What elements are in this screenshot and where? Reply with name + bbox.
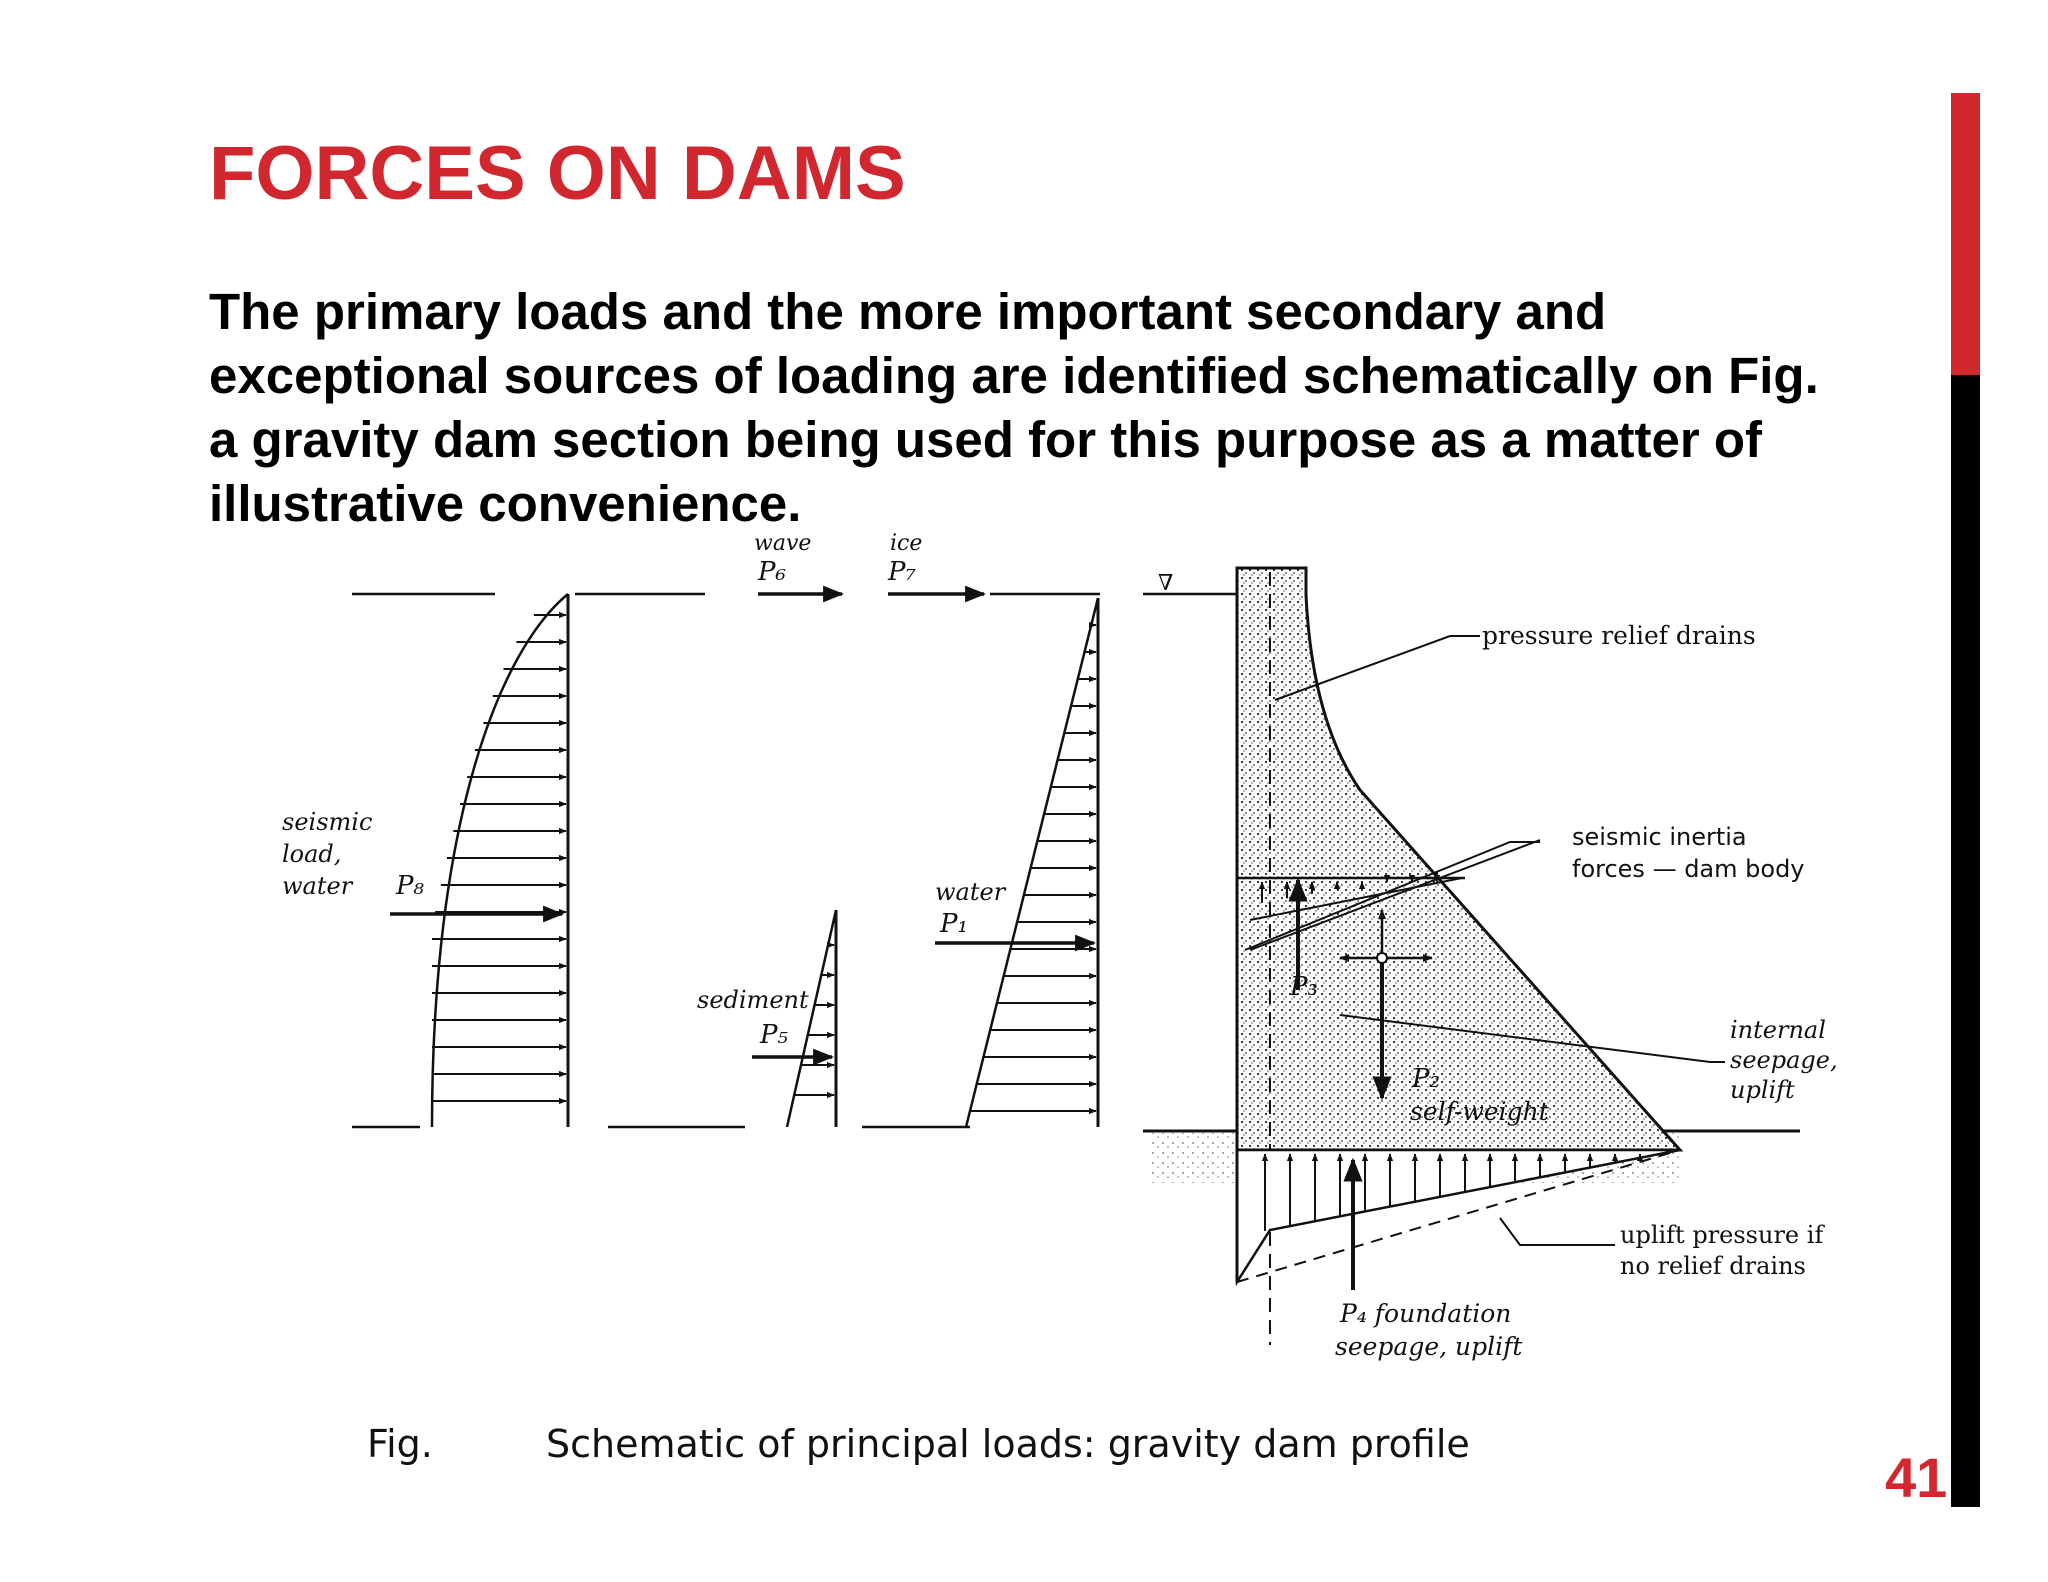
water-level-symbol: ∇ [1158,571,1173,596]
uplift-label: uplift pressure if [1620,1221,1825,1249]
sediment-label: sediment [697,986,809,1014]
figure-caption-prefix: Fig. [367,1422,433,1466]
ice-label: ice [890,531,922,556]
body-line: a gravity dam section being used for thi… [209,411,1763,468]
seismic-inertia-label: forces — dam body [1572,855,1805,883]
centroid-marker [1376,952,1388,964]
side-dark-bar [1951,375,1980,1507]
p3-label: P₃ [1289,972,1318,1002]
water-label: water [935,878,1007,906]
seismic-pressure-curve [430,593,569,1128]
seismic-label: water [282,872,354,900]
self-weight-label: self-weight [1410,1097,1550,1126]
hydrostatic-line [964,597,1100,1128]
p4-label: seepage, uplift [1335,1332,1523,1361]
internal-seepage-label: internal [1730,1016,1826,1044]
dam-body [1235,566,1684,1152]
p7-label: P₇ [887,557,916,587]
uplift-no-drain-line [1236,1149,1681,1283]
dam-profile: ∇ [1143,566,1800,1345]
figure-caption: Schematic of principal loads: gravity da… [546,1422,1470,1466]
uplift-label: no relief drains [1620,1252,1806,1280]
p5-label: P₅ [759,1020,788,1050]
uplift-arrows [1261,1153,1644,1231]
sediment-panel [608,909,838,1129]
seismic-label: load, [282,840,341,868]
body-line: The primary loads and the more important… [209,283,1607,340]
internal-uplift-arrows [1258,871,1441,903]
water-arrows [969,621,1097,1115]
seismic-label: seismic [282,808,372,836]
side-accent-bar [1951,93,1980,375]
seismic-arrows [432,611,567,1105]
p6-label: P₆ [757,557,786,587]
internal-seepage-label: seepage, [1730,1046,1838,1074]
p1-label: P₁ [939,909,968,939]
uplift-leader [1499,1217,1615,1246]
internal-uplift-diagonal [1249,877,1463,921]
p4-label: P₄ foundation [1339,1299,1511,1328]
internal-seepage-leader [1339,1014,1725,1063]
p2-label: P₂ [1411,1064,1440,1094]
wave-label: wave [754,531,811,556]
pressure-relief-leader [1274,635,1480,701]
body-paragraph: The primary loads and the more important… [209,280,1909,536]
body-line: exceptional sources of loading are ident… [209,347,1819,404]
pressure-relief-label: pressure relief drains [1482,621,1756,650]
internal-seepage-label: uplift [1730,1076,1795,1104]
water-panel [575,585,1100,1129]
seismic-load-panel [352,592,570,1129]
body-line: illustrative convenience. [209,475,802,532]
p8-label: P₈ [395,871,424,901]
page-number: 41 [1885,1446,1948,1509]
seismic-inertia-leader [1244,839,1541,951]
slide-title: FORCES ON DAMS [209,131,906,216]
seismic-inertia-label: seismic inertia [1572,823,1747,851]
